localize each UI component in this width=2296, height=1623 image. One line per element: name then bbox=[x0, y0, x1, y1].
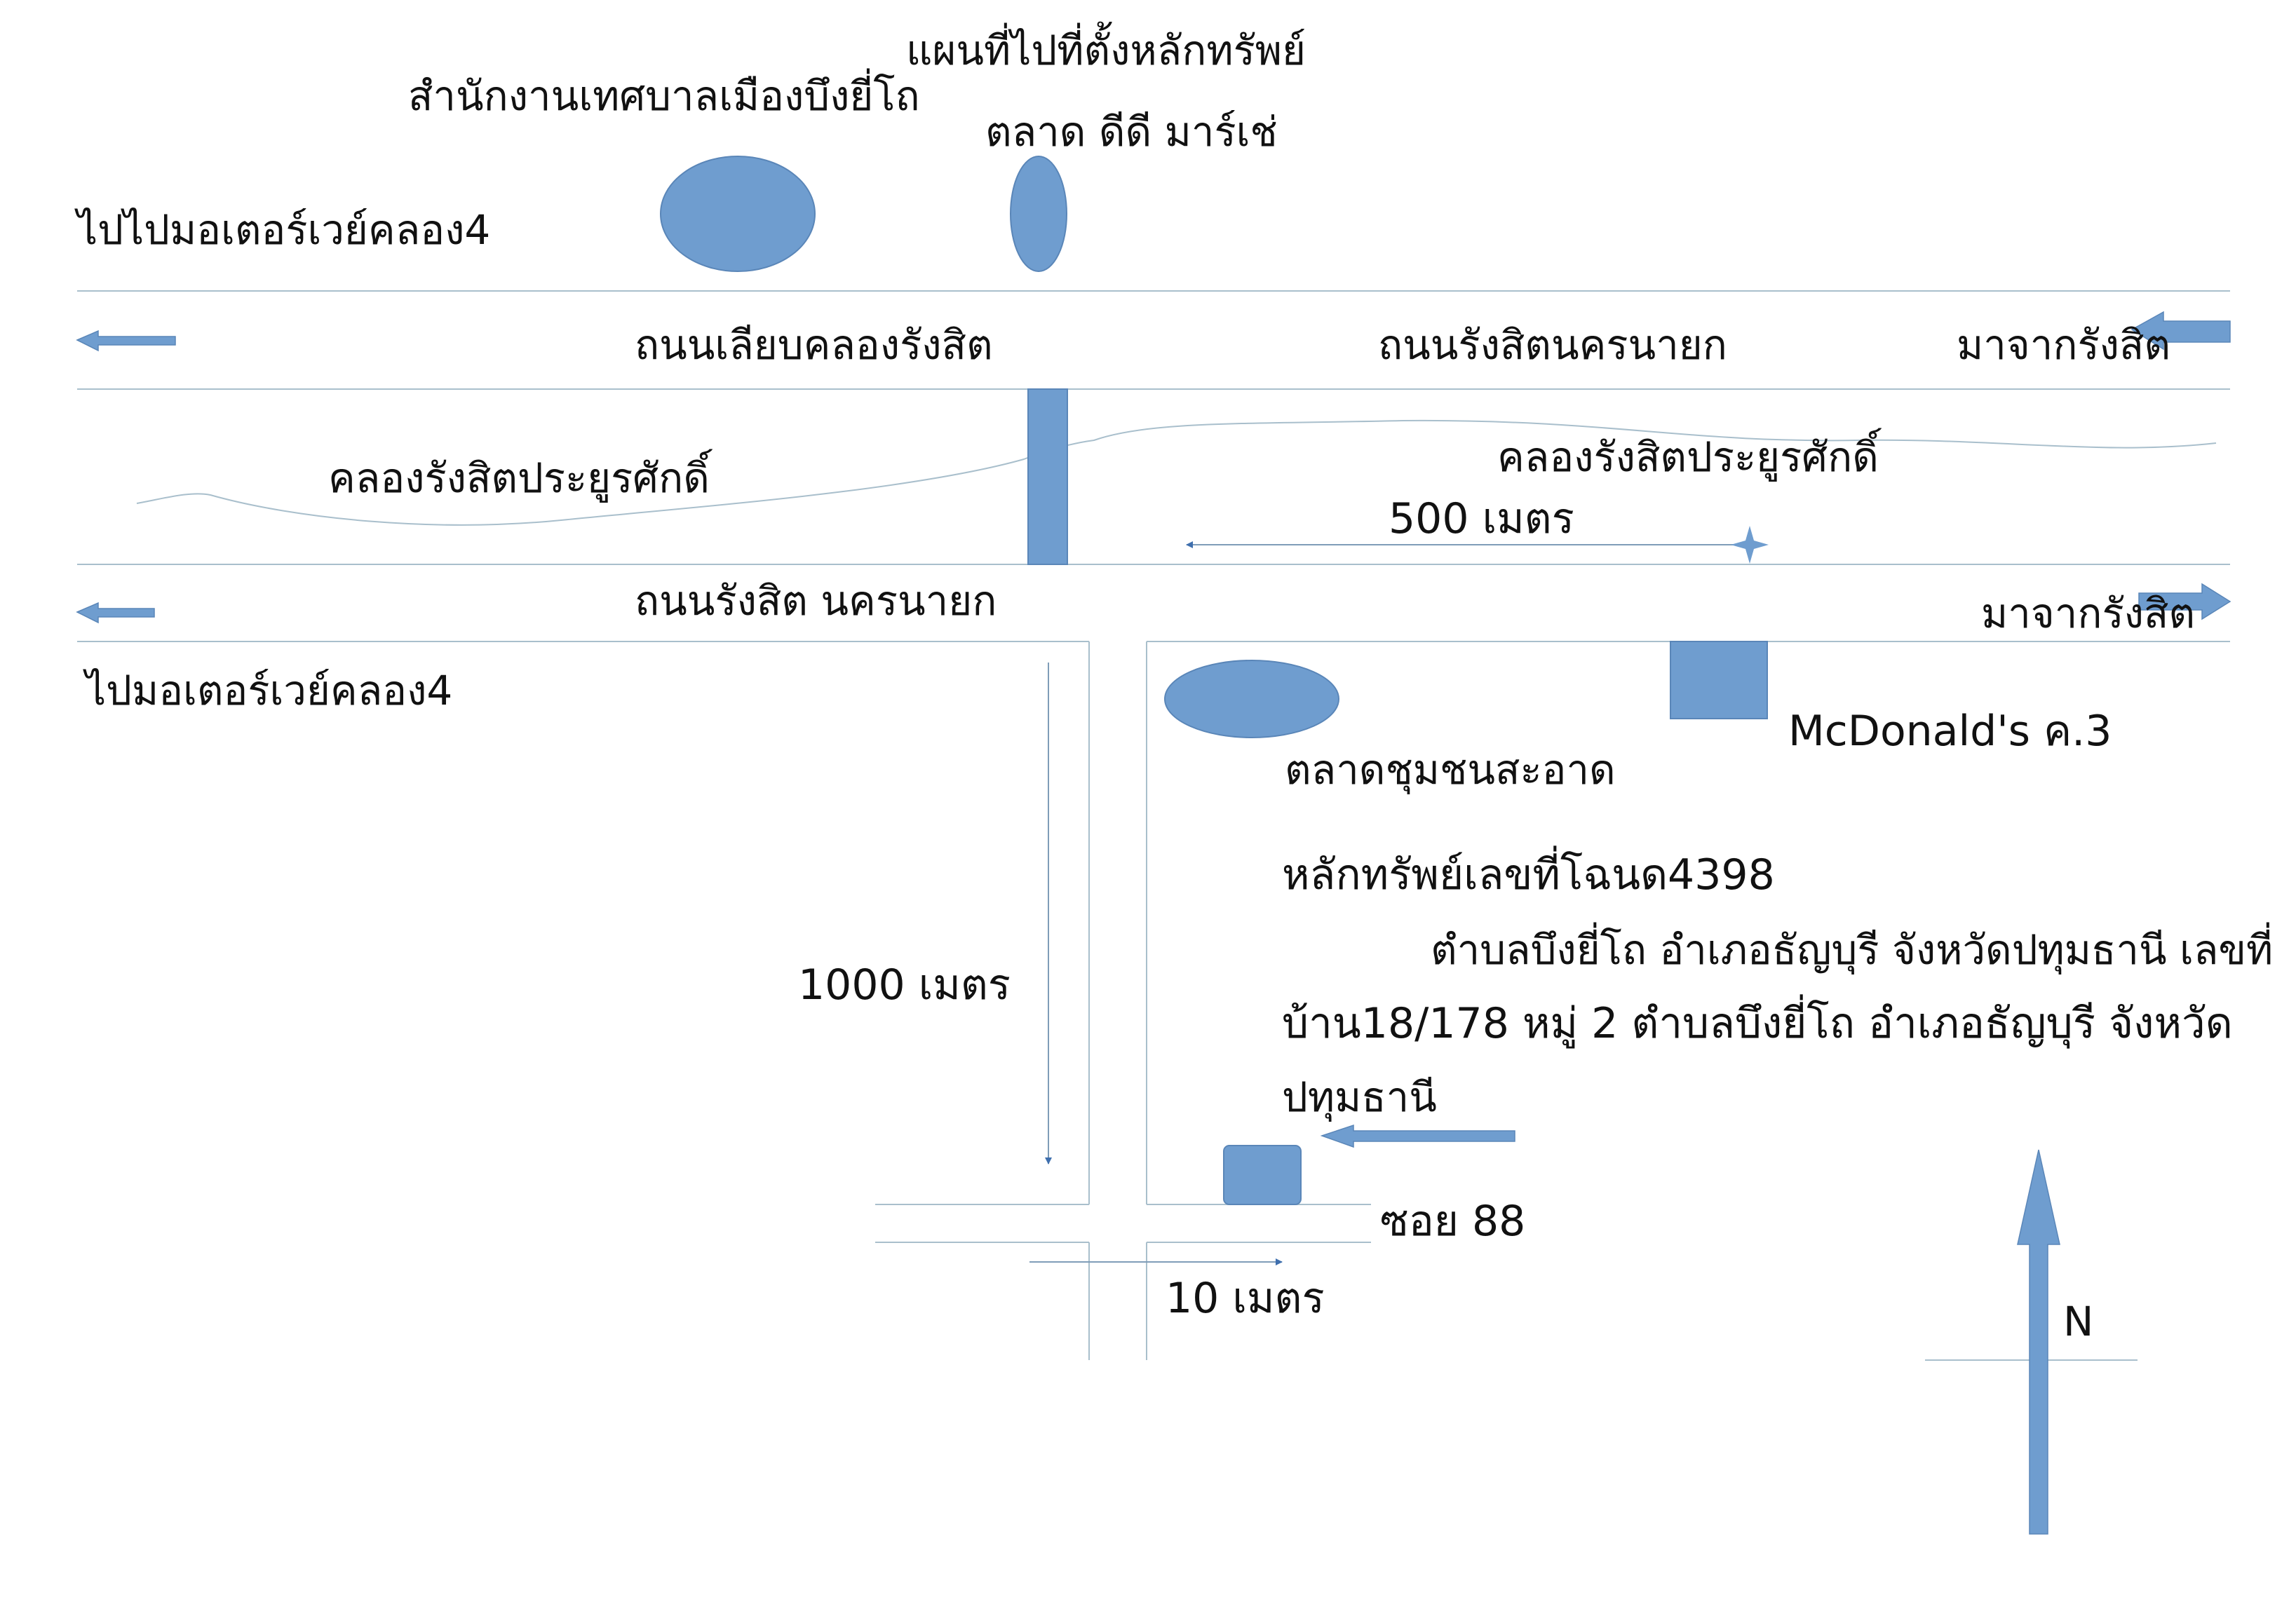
dd-market-marker bbox=[1010, 156, 1067, 272]
upper-road-name-2: ถนนรังสิตนครนายก bbox=[1378, 321, 1727, 369]
road-lines bbox=[77, 290, 2230, 1360]
arrow-left-icon bbox=[2130, 311, 2231, 351]
mcdonalds-label: McDonald's ค.3 bbox=[1788, 707, 2112, 756]
north-label: N bbox=[2063, 1298, 2093, 1345]
compass: N bbox=[1925, 1149, 2138, 1535]
property-line-2: ตำบลบึงยี่โถ อำเภอธัญบุรี จังหวัดปทุมธาน… bbox=[1431, 922, 2273, 975]
municipal-office-label: สำนักงานเทศบาลเมืองบึงยี่โถ bbox=[408, 68, 920, 120]
distance-10-label: 10 เมตร bbox=[1166, 1274, 1325, 1323]
bridge bbox=[1027, 388, 1068, 565]
property-line-3: บ้าน18/178 หมู่ 2 ตำบลบึงยี่โถ อำเภอธัญบ… bbox=[1282, 994, 2233, 1049]
property-line-1: หลักทรัพย์เลขที่โฉนด4398 bbox=[1282, 846, 1775, 899]
start-star-icon bbox=[1731, 526, 1769, 564]
arrow-left-icon bbox=[1320, 1124, 1515, 1148]
community-market-label: ตลาดชุมชนสะอาด bbox=[1285, 746, 1616, 795]
to-motorway-top-label: ไปไปมอเตอร์เวย์คลอง4 bbox=[74, 206, 490, 254]
arrow-right-icon bbox=[2138, 583, 2231, 620]
north-arrow-icon bbox=[2017, 1149, 2060, 1535]
arrow-left-icon bbox=[76, 330, 176, 352]
map-labels: แผนที่ไปที่ตั้งหลักทรัพย์ สำนักงานเทศบาล… bbox=[74, 22, 2273, 1323]
from-rangsit-top-label: มาจากรังสิต bbox=[1957, 321, 2170, 369]
canal-line bbox=[136, 419, 2217, 526]
property-line-4: ปทุมธานี bbox=[1282, 1073, 1437, 1122]
arrow-left-icon bbox=[76, 602, 155, 624]
direction-arrows bbox=[76, 311, 2231, 1148]
from-rangsit-bottom-label: มาจากรังสิต bbox=[1981, 590, 2195, 637]
lower-road-name: ถนนรังสิต นครนายก bbox=[635, 577, 997, 625]
dd-market-label: ตลาด ดีดี มาร์เช่ bbox=[985, 108, 1278, 156]
municipal-office-marker bbox=[660, 156, 816, 272]
property-marker bbox=[1223, 1145, 1302, 1205]
distance-500-label: 500 เมตร bbox=[1389, 494, 1574, 543]
distance-arrows bbox=[1029, 541, 1753, 1265]
community-market-marker bbox=[1164, 660, 1339, 738]
distance-1000-label: 1000 เมตร bbox=[798, 960, 1011, 1010]
map-title: แผนที่ไปที่ตั้งหลักทรัพย์ bbox=[906, 22, 1306, 74]
mcdonalds-marker bbox=[1670, 641, 1768, 719]
soi-label: ซอย 88 bbox=[1380, 1197, 1525, 1246]
canal-label-left: คลองรังสิตประยูรศักดิ์ bbox=[328, 449, 713, 503]
to-motorway-bottom-label: ไปมอเตอร์เวย์คลอง4 bbox=[83, 667, 452, 714]
canal-label-right: คลองรังสิตประยูรศักดิ์ bbox=[1497, 428, 1882, 482]
upper-road-name: ถนนเลียบคลองรังสิต bbox=[635, 321, 993, 369]
